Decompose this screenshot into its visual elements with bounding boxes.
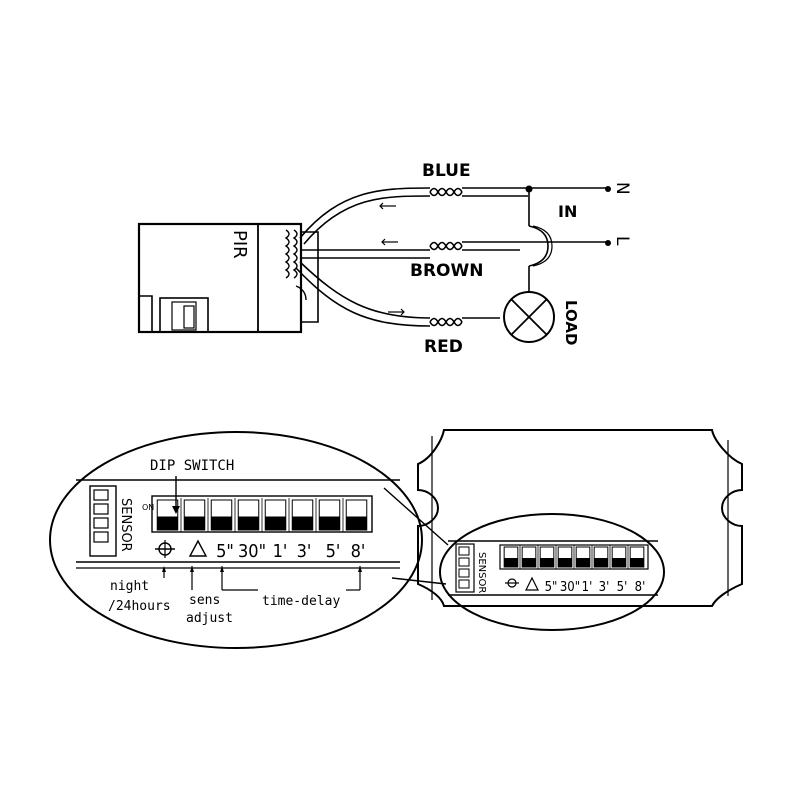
dip-switch-title: DIP SWITCH	[150, 458, 234, 474]
night-annotation: night	[110, 579, 149, 594]
dip-switch-1	[156, 499, 179, 531]
device-dip-switch-3	[537, 545, 555, 569]
zoom-link-line-top	[383, 487, 449, 546]
sens-annotation: sens	[189, 593, 220, 608]
time-setting-5: 5'	[326, 541, 341, 562]
device-dip-panel: SENSOR 5"30"1' 3' 5' 8'	[448, 540, 658, 596]
night-icon	[155, 540, 175, 558]
device-time-setting-5: 5'	[617, 580, 628, 595]
pir-label: PIR	[229, 230, 250, 259]
brown-wire	[300, 238, 610, 259]
junction	[525, 185, 611, 292]
time-setting-4: 3'	[297, 541, 312, 562]
n-terminal-label: N	[612, 182, 632, 195]
device-dip-switch-6	[591, 545, 609, 569]
dip-switch-row	[156, 498, 368, 532]
device-dip-ellipse	[439, 513, 665, 631]
device-dip-switch-4	[555, 545, 573, 569]
device-time-settings: 5"30"1' 3' 5' 8'	[545, 580, 646, 595]
device-time-setting-1: 5"	[545, 580, 558, 595]
sensor-label-device: SENSOR	[476, 552, 487, 593]
dip-switch-2	[180, 498, 206, 532]
time-setting-1: 5"	[216, 541, 234, 562]
device-sens-triangle-icon	[525, 576, 539, 591]
time-settings: 5"30" 1' 3' 5' 8'	[216, 541, 365, 562]
load-lamp	[503, 291, 555, 343]
on-label-zoom: ON	[142, 503, 154, 512]
red-label: RED	[424, 337, 463, 357]
device-time-setting-3: 1'	[582, 580, 593, 595]
blue-label: BLUE	[422, 161, 471, 181]
dip-switch-7	[315, 498, 341, 532]
adjust-annotation: adjust	[186, 611, 233, 626]
device-time-setting-2: 30"	[560, 580, 580, 595]
device-dip-switch-2	[519, 545, 537, 569]
time-setting-2: 30"	[238, 541, 266, 562]
dip-zoom-ellipse	[49, 431, 423, 649]
device-time-setting-4: 3'	[599, 580, 610, 595]
device-dip-switch-7	[609, 545, 627, 569]
pir-module: PIR	[137, 222, 319, 334]
dip-switch-3	[207, 498, 233, 532]
device-time-setting-6: 8'	[635, 580, 646, 595]
dip-switch-6	[288, 498, 314, 532]
red-wire	[295, 261, 500, 327]
device-dip-switch-row	[503, 545, 645, 569]
device-dip-switch-5	[573, 545, 591, 569]
hours-annotation: /24hours	[108, 599, 171, 614]
device-housing	[417, 429, 743, 607]
device-night-icon	[505, 578, 519, 588]
time-delay-annotation: time-delay	[262, 594, 340, 609]
l-terminal-label: L	[612, 236, 632, 246]
blue-wire	[299, 187, 610, 245]
dip-switch-4	[234, 498, 260, 532]
device-dip-switch-8	[627, 545, 645, 569]
dip-switch-8	[342, 498, 368, 532]
brown-label: BROWN	[410, 261, 483, 281]
device-dip-switch-1	[503, 546, 519, 568]
sens-triangle-icon	[188, 539, 208, 557]
dip-switch-5	[261, 498, 287, 532]
dip-zoom-panel: SENSOR ON 5"30" 1' 3' 5' 8' DIP SWITCH night	[76, 458, 400, 626]
load-label: LOAD	[562, 300, 580, 345]
time-setting-6: 8'	[351, 541, 366, 562]
sensor-label-zoom: SENSOR	[118, 498, 133, 552]
time-setting-3: 1'	[273, 541, 288, 562]
in-label: IN	[558, 202, 577, 221]
